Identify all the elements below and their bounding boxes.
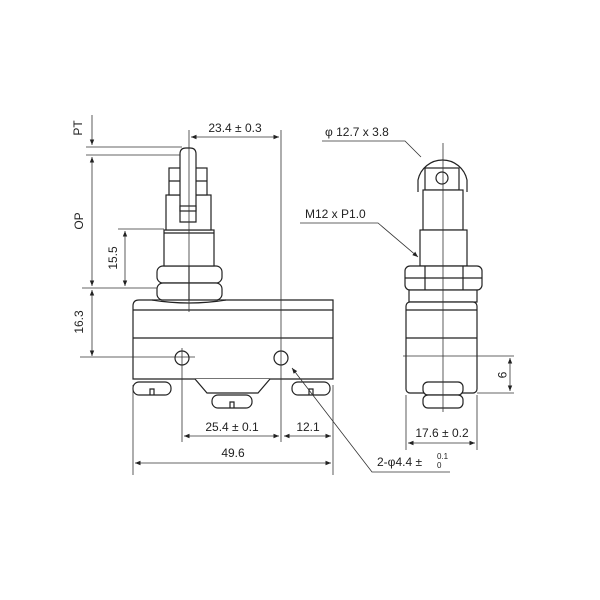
switch-body bbox=[132, 299, 334, 394]
dim-16-3: 16.3 bbox=[72, 310, 86, 334]
dim-9: 9 bbox=[495, 372, 509, 379]
side-body bbox=[405, 301, 478, 394]
dim-25-4: 25.4 ± 0.1 bbox=[205, 420, 259, 434]
terminal-screws bbox=[132, 381, 331, 409]
hole-tol-upper: 0.1 bbox=[437, 452, 449, 461]
roller-note: φ 12.7 x 3.8 bbox=[325, 125, 389, 139]
plunger-assembly bbox=[156, 130, 223, 312]
dim-12-1: 12.1 bbox=[296, 420, 320, 434]
front-view: PT OP 15.5 16.3 23.4 ± 0.3 25.4 ± 0.1 12… bbox=[71, 115, 450, 475]
hole-tol-lower: 0 bbox=[437, 461, 442, 470]
front-dimensions bbox=[80, 115, 450, 475]
dim-15-5: 15.5 bbox=[106, 246, 120, 270]
op-label: OP bbox=[72, 212, 86, 229]
dim-17-6: 17.6 ± 0.2 bbox=[415, 426, 469, 440]
threaded-bushing bbox=[419, 229, 468, 267]
hex-nut bbox=[404, 265, 483, 291]
side-dimensions bbox=[300, 140, 514, 450]
hole-note: 2-φ4.4 ± bbox=[377, 455, 422, 469]
pt-label: PT bbox=[71, 120, 85, 136]
dim-23-4: 23.4 ± 0.3 bbox=[208, 121, 262, 135]
side-view: φ 12.7 x 3.8 M12 x P1.0 9 17.6 ± 0.2 bbox=[300, 125, 514, 450]
thread-note: M12 x P1.0 bbox=[305, 207, 366, 221]
dim-49-6: 49.6 bbox=[221, 446, 245, 460]
roller bbox=[417, 159, 468, 192]
